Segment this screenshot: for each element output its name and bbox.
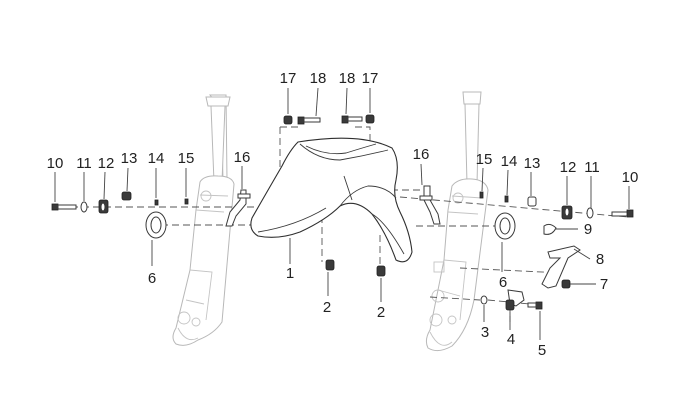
lower-right-clip-nut (376, 265, 386, 277)
callout-1: 1 (286, 265, 294, 282)
right-brake-hose-clamp (419, 185, 441, 225)
top-left-nut (283, 115, 293, 125)
callout-2-right: 2 (377, 304, 385, 321)
callout-10-right: 10 (622, 169, 639, 186)
right-grommet (504, 195, 509, 203)
callout-6-right: 6 (499, 274, 507, 291)
front-fender (250, 137, 413, 263)
right-long-bolt (611, 209, 634, 218)
callout-2-left: 2 (323, 299, 331, 316)
top-left-screw (297, 116, 321, 125)
right-fork-tube (425, 91, 489, 352)
callout-9: 9 (584, 221, 592, 238)
callout-12-left: 12 (98, 155, 115, 172)
right-washer (586, 207, 594, 219)
hose-grommet (543, 223, 557, 235)
callout-5: 5 (538, 342, 546, 359)
callout-14-left: 14 (148, 150, 165, 167)
left-brake-hose-clamp (225, 189, 251, 227)
callout-18-right: 18 (339, 70, 356, 87)
callout-7: 7 (600, 276, 608, 293)
callout-17-left: 17 (280, 70, 297, 87)
right-reflector (494, 212, 516, 240)
bracket-bolt (561, 279, 571, 289)
speed-sensor (505, 289, 525, 311)
callout-leaders (54, 87, 630, 340)
callout-15-left: 15 (178, 150, 195, 167)
left-spacer-nut (98, 199, 109, 214)
callout-8: 8 (596, 251, 604, 268)
lower-left-clip-nut (325, 259, 335, 271)
callout-16-left: 16 (234, 149, 251, 166)
right-clip-nut (527, 196, 537, 207)
callout-labels: 17 18 18 17 10 11 12 13 14 15 16 16 15 1… (47, 70, 639, 359)
callout-14-right: 14 (501, 153, 518, 170)
right-spacer-nut (561, 205, 573, 220)
callout-16-right: 16 (413, 146, 430, 163)
callout-17-right: 17 (362, 70, 379, 87)
callout-6-left: 6 (148, 270, 156, 287)
left-long-bolt (51, 203, 77, 211)
callout-3: 3 (481, 324, 489, 341)
callout-10-left: 10 (47, 155, 64, 172)
right-collar (479, 191, 484, 199)
callout-15-right: 15 (476, 151, 493, 168)
callout-11-left: 11 (76, 155, 92, 172)
callout-12-right: 12 (560, 159, 577, 176)
callout-18-left: 18 (310, 70, 327, 87)
left-grommet (154, 199, 159, 206)
top-right-screw (341, 115, 363, 124)
callout-13-left: 13 (121, 150, 138, 167)
callout-13-right: 13 (524, 155, 541, 172)
callout-11-right: 11 (584, 159, 600, 176)
left-reflector (145, 211, 167, 239)
lower-washer (480, 295, 488, 305)
sensor-bolt (527, 301, 543, 310)
top-right-nut (365, 114, 375, 124)
left-clip-nut (121, 191, 132, 201)
left-collar (184, 198, 189, 205)
left-fork-tube (172, 94, 235, 346)
callout-4: 4 (507, 331, 515, 348)
hose-bracket (541, 245, 581, 289)
left-washer (80, 201, 88, 213)
